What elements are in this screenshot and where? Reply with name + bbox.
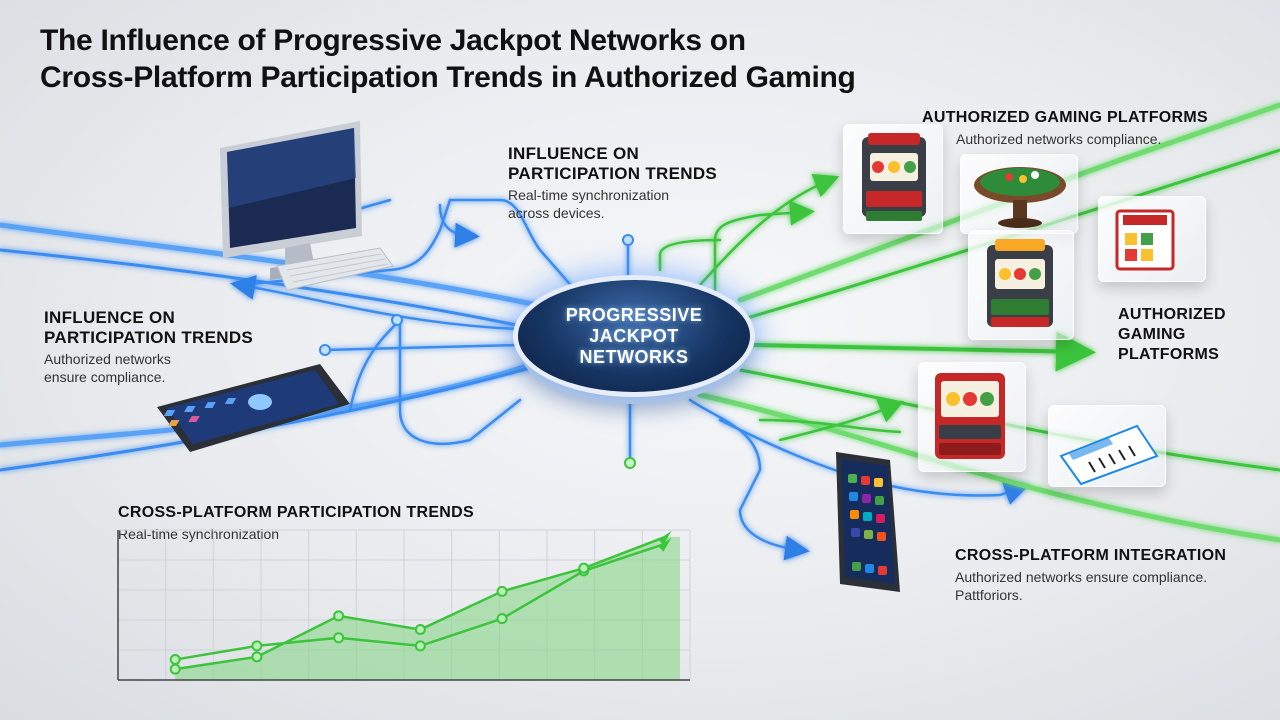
hub-label: PROGRESSIVE JACKPOT NETWORKS xyxy=(565,304,703,367)
label-top-right: AUTHORIZED GAMING PLATFORMS Authorized n… xyxy=(922,108,1208,148)
label-mid-right: AUTHORIZED GAMING PLATFORMS xyxy=(1118,305,1226,365)
game-card-icon xyxy=(1115,209,1175,271)
card-slot-machine-1 xyxy=(843,124,943,234)
chart-arrowhead xyxy=(658,537,672,552)
label-left-desc-2: ensure compliance. xyxy=(44,369,166,385)
label-top-right-head: AUTHORIZED GAMING PLATFORMS xyxy=(922,109,1209,126)
chart-title: CROSS-PLATFORM PARTICIPATION TRENDS xyxy=(118,504,474,521)
chart-area-fill xyxy=(175,536,680,680)
label-top-center-desc-2: across devices. xyxy=(508,205,605,221)
chart-point xyxy=(414,640,426,652)
chart-point xyxy=(414,624,426,636)
card-casino-table xyxy=(960,154,1078,234)
chart-point xyxy=(251,651,263,663)
label-top-center-head-2: PARTICIPATION TRENDS xyxy=(508,164,718,183)
label-left-head-2: PARTICIPATION TRENDS xyxy=(44,328,254,347)
chart-point xyxy=(578,562,590,574)
label-mid-right-head-3: PLATFORMS xyxy=(1118,346,1220,363)
participation-trend-chart xyxy=(117,529,691,681)
label-bottom-right-desc-1: Authorized networks ensure compliance. xyxy=(955,569,1208,585)
chart-axes xyxy=(117,530,690,681)
smartphone-icon xyxy=(836,452,900,592)
label-mid-right-head-1: AUTHORIZED xyxy=(1118,306,1226,323)
label-bottom-right-desc-2: Pattforiors. xyxy=(955,587,1023,603)
label-top-right-desc: Authorized networks compliance. xyxy=(956,131,1162,147)
chart-point xyxy=(169,663,181,675)
chart-point xyxy=(496,613,508,625)
card-lottery-ticket xyxy=(1048,405,1166,487)
casino-table-icon xyxy=(974,167,1066,228)
label-mid-right-head-2: GAMING xyxy=(1118,326,1186,343)
chart-point xyxy=(169,654,181,666)
label-left-desc-1: Authorized networks xyxy=(44,351,171,367)
label-left: INFLUENCE ON PARTICIPATION TRENDS Author… xyxy=(44,308,253,386)
title-line-2: Cross-Platform Participation Trends in A… xyxy=(40,61,856,94)
page-title: The Influence of Progressive Jackpot Net… xyxy=(40,22,1020,96)
label-bottom-right-head: CROSS-PLATFORM INTEGRATION xyxy=(955,547,1227,564)
chart-point xyxy=(333,632,345,644)
chart-arrowhead xyxy=(658,530,672,545)
label-left-head-1: INFLUENCE ON xyxy=(44,308,176,327)
tablet-icon xyxy=(157,364,350,452)
label-top-center: INFLUENCE ON PARTICIPATION TRENDS Real-t… xyxy=(508,144,717,222)
slot-machine-icon xyxy=(935,373,1005,459)
desktop-monitor-icon xyxy=(220,121,394,291)
label-top-center-head-1: INFLUENCE ON xyxy=(508,144,640,163)
chart-point xyxy=(496,585,508,597)
slot-machine-icon xyxy=(987,239,1053,327)
chart-point xyxy=(333,610,345,622)
slot-machine-icon xyxy=(862,133,926,221)
label-top-center-desc-1: Real-time synchronization xyxy=(508,187,670,203)
chart-point xyxy=(251,640,263,652)
lottery-ticket-icon xyxy=(1059,424,1159,486)
card-game-ticket xyxy=(1098,196,1206,282)
card-slot-machine-2 xyxy=(968,230,1074,340)
label-bottom-right: CROSS-PLATFORM INTEGRATION Authorized ne… xyxy=(955,546,1226,604)
chart-data-points xyxy=(169,530,672,675)
progressive-jackpot-hub: PROGRESSIVE JACKPOT NETWORKS xyxy=(518,280,750,392)
title-line-1: The Influence of Progressive Jackpot Net… xyxy=(40,24,746,57)
card-slot-machine-3 xyxy=(918,362,1026,472)
